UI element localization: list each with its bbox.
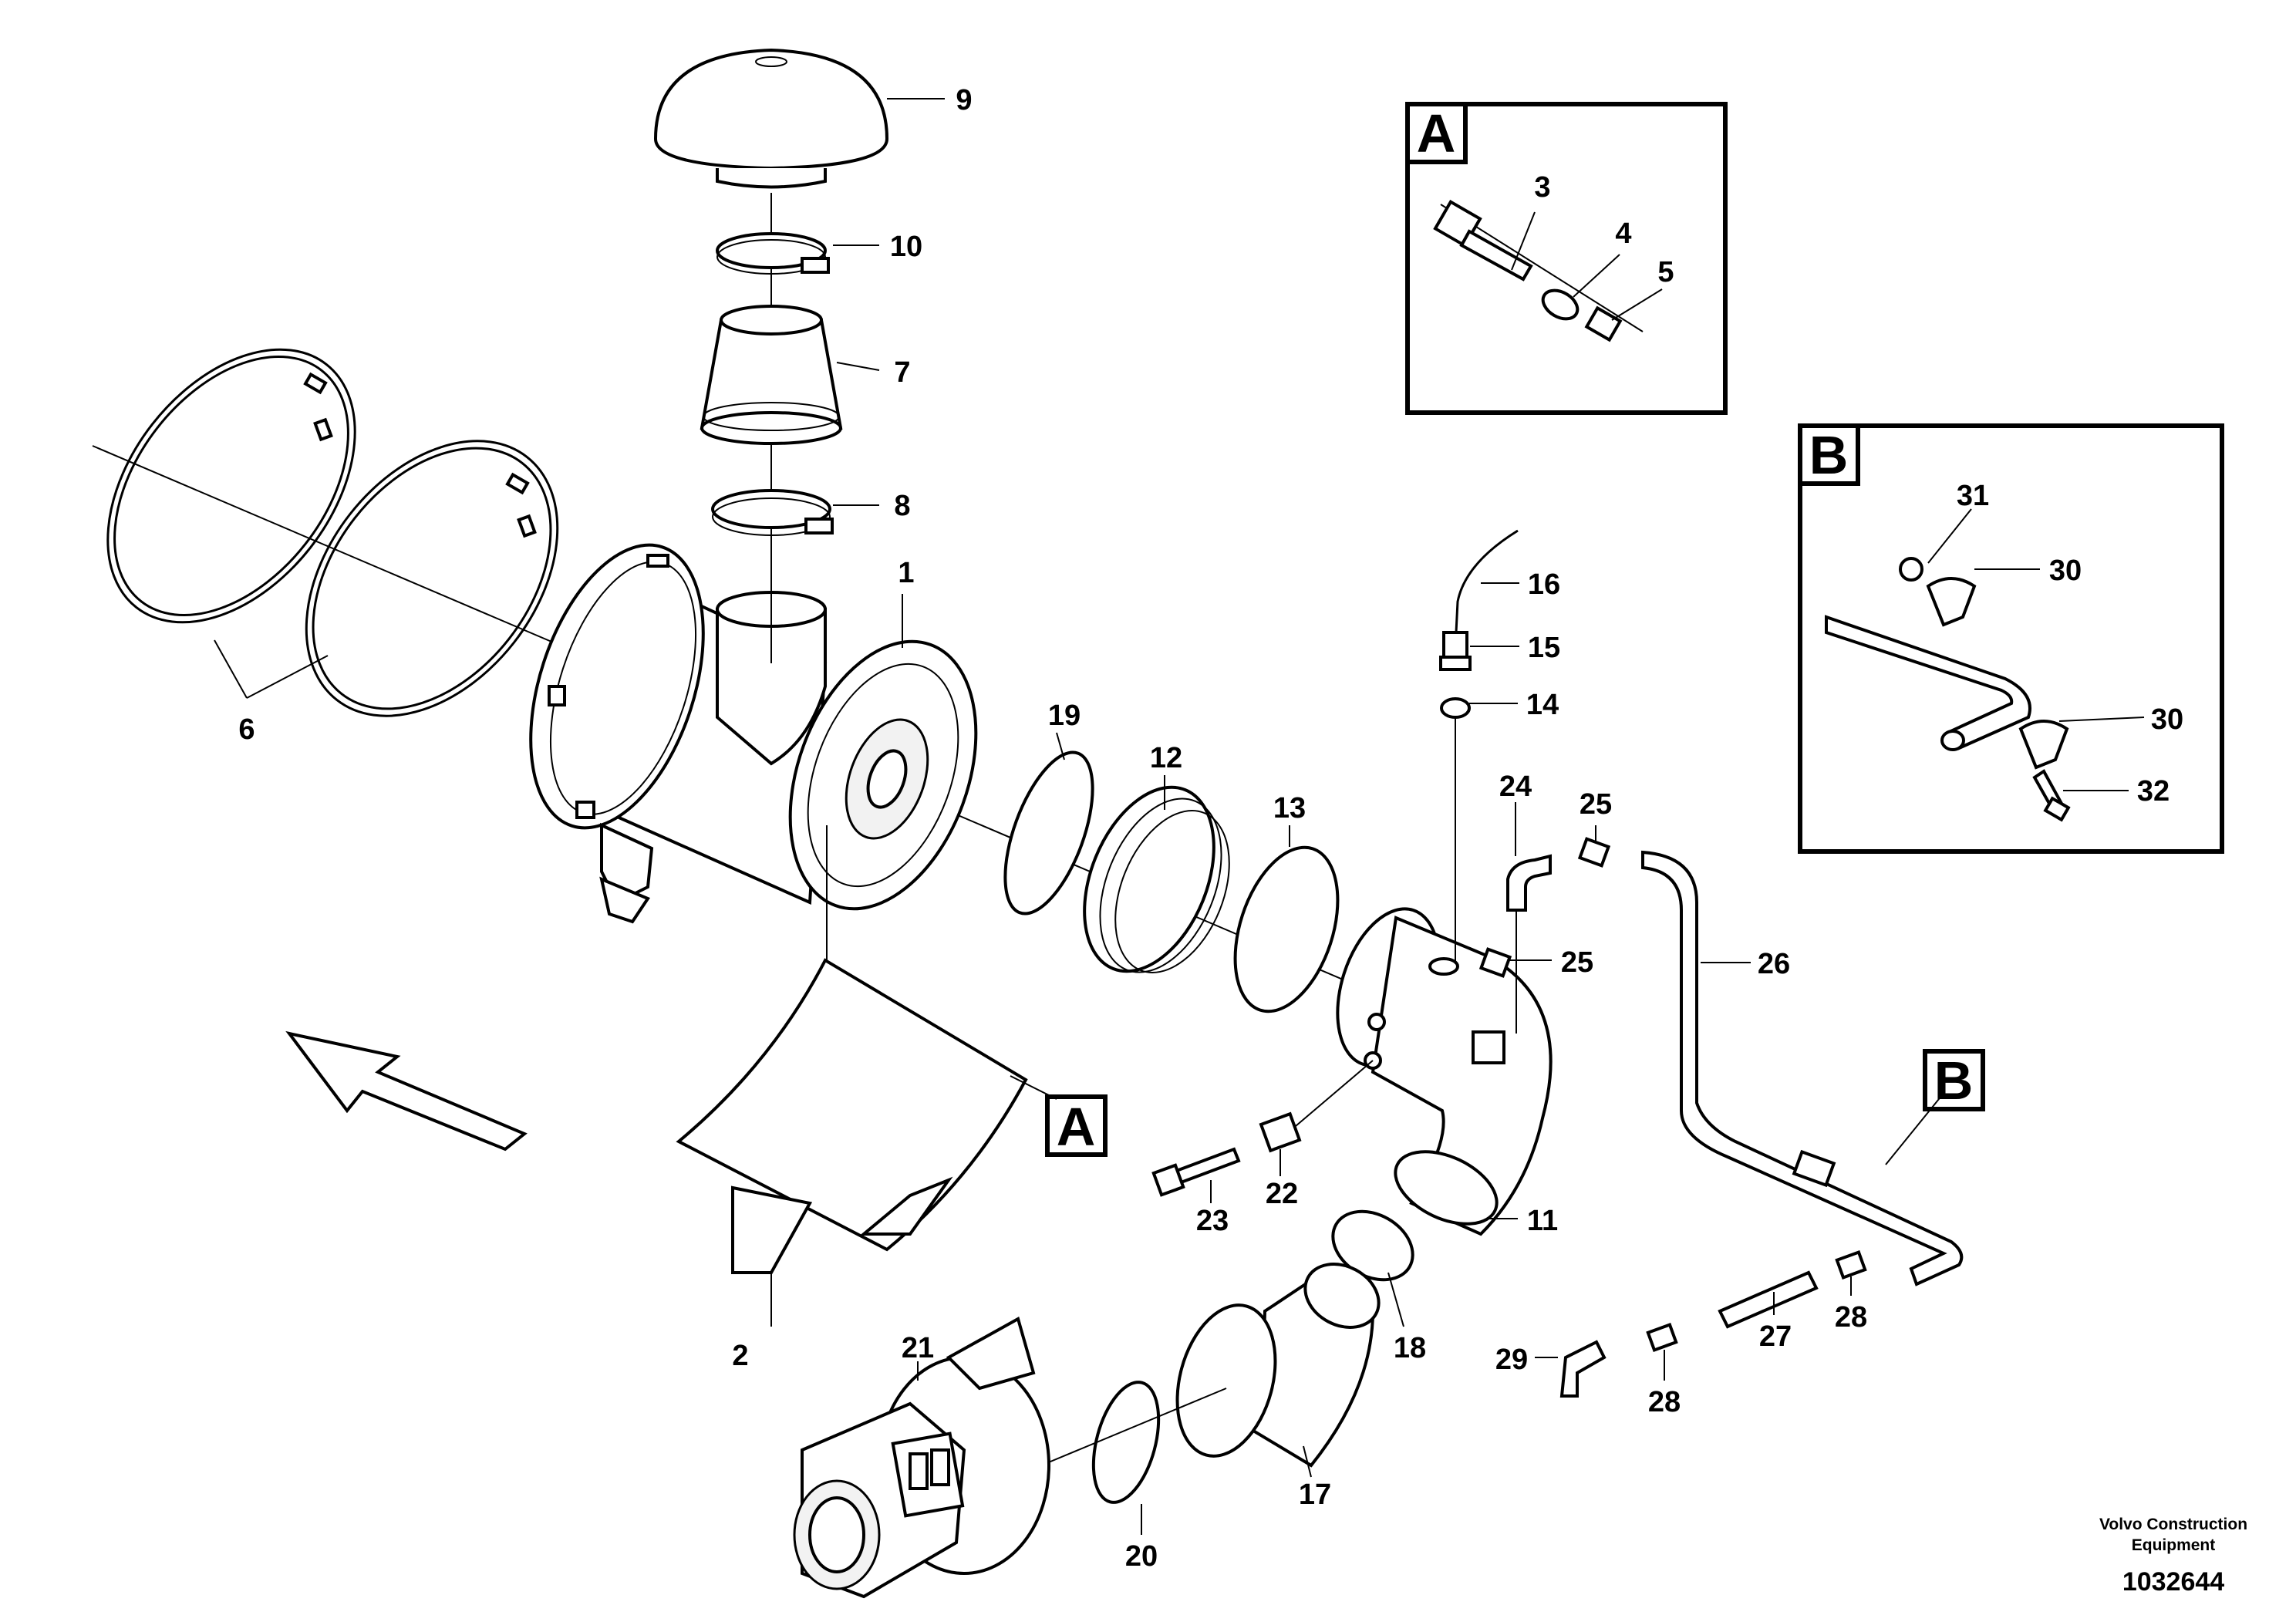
callout-1: 1 [898,557,914,589]
callout-2: 2 [732,1340,748,1372]
callout-31: 31 [1957,480,1989,512]
inset-b: B [1798,423,2224,854]
callout-28b: 28 [1648,1386,1681,1418]
callout-25b: 25 [1561,946,1593,979]
callout-21: 21 [902,1332,934,1364]
callout-13: 13 [1273,792,1306,824]
callout-5: 5 [1657,256,1674,288]
svg-text:B: B [1934,1050,1974,1111]
callout-8: 8 [894,490,910,522]
pressure-sensor [1439,529,1519,964]
svg-text:B: B [1809,425,1849,485]
drawing-number: 1032644 [2122,1567,2224,1597]
callout-27: 27 [1759,1320,1792,1353]
hose-clamp-13 [1233,845,1340,1013]
callout-16: 16 [1528,568,1560,601]
callout-32: 32 [2137,775,2170,808]
callout-25a: 25 [1580,788,1612,821]
callout-14: 14 [1526,689,1559,721]
flexible-hose [1175,1263,1381,1468]
callout-18: 18 [1394,1332,1426,1364]
callout-12: 12 [1150,742,1182,774]
support-bracket [676,958,1028,1327]
vacuum-hose [1478,837,1964,1286]
callout-7: 7 [894,356,910,389]
bolt-and-spacer [1151,1060,1374,1197]
callout-15: 15 [1528,632,1560,664]
callout-labels: 1 2 3 4 5 6 7 8 9 10 11 12 13 14 15 16 1… [238,84,2183,1573]
detail-marker-a: A [1010,1075,1108,1157]
callout-29: 29 [1495,1344,1528,1376]
callout-24: 24 [1499,771,1532,803]
hose-clamp-19 [1003,750,1094,916]
callout-4: 4 [1615,218,1631,250]
callout-19: 19 [1048,700,1081,732]
mounting-bands [106,348,559,717]
rubber-connector [1083,785,1230,973]
callout-22: 22 [1266,1178,1298,1210]
hose-clamp-20 [1091,1381,1161,1504]
svg-text:A: A [1057,1097,1096,1157]
callout-11: 11 [1527,1205,1558,1237]
hose-clamp-8 [711,489,834,536]
callout-26: 26 [1758,948,1790,980]
direction-arrow [285,1030,528,1152]
leader-lines [214,98,2145,1535]
callout-30a: 30 [2049,555,2082,587]
turbocharger [793,1317,1050,1599]
callout-3: 3 [1534,171,1550,204]
hose-clamp-10 [716,232,830,275]
air-cleaner-housing [529,543,978,924]
inset-a: A [1405,102,1728,415]
rain-cap [653,48,889,189]
callout-6: 6 [238,713,255,746]
elbow-pipe [1336,907,1553,1236]
company-name-line2: Equipment [2132,1536,2216,1554]
callout-10: 10 [890,231,922,263]
callout-30b: 30 [2151,703,2183,736]
callout-28a: 28 [1835,1301,1867,1334]
detail-marker-b: B [1885,1049,1985,1165]
callout-23: 23 [1196,1205,1229,1237]
footer: Volvo Construction Equipment 1032644 [2099,1516,2247,1597]
intake-pipe [700,305,843,445]
callout-20: 20 [1125,1540,1158,1573]
callout-9: 9 [956,84,972,116]
company-name-line1: Volvo Construction [2099,1516,2247,1533]
drain-hose [1559,1250,1867,1398]
svg-text:A: A [1417,103,1456,164]
callout-17: 17 [1299,1479,1331,1511]
